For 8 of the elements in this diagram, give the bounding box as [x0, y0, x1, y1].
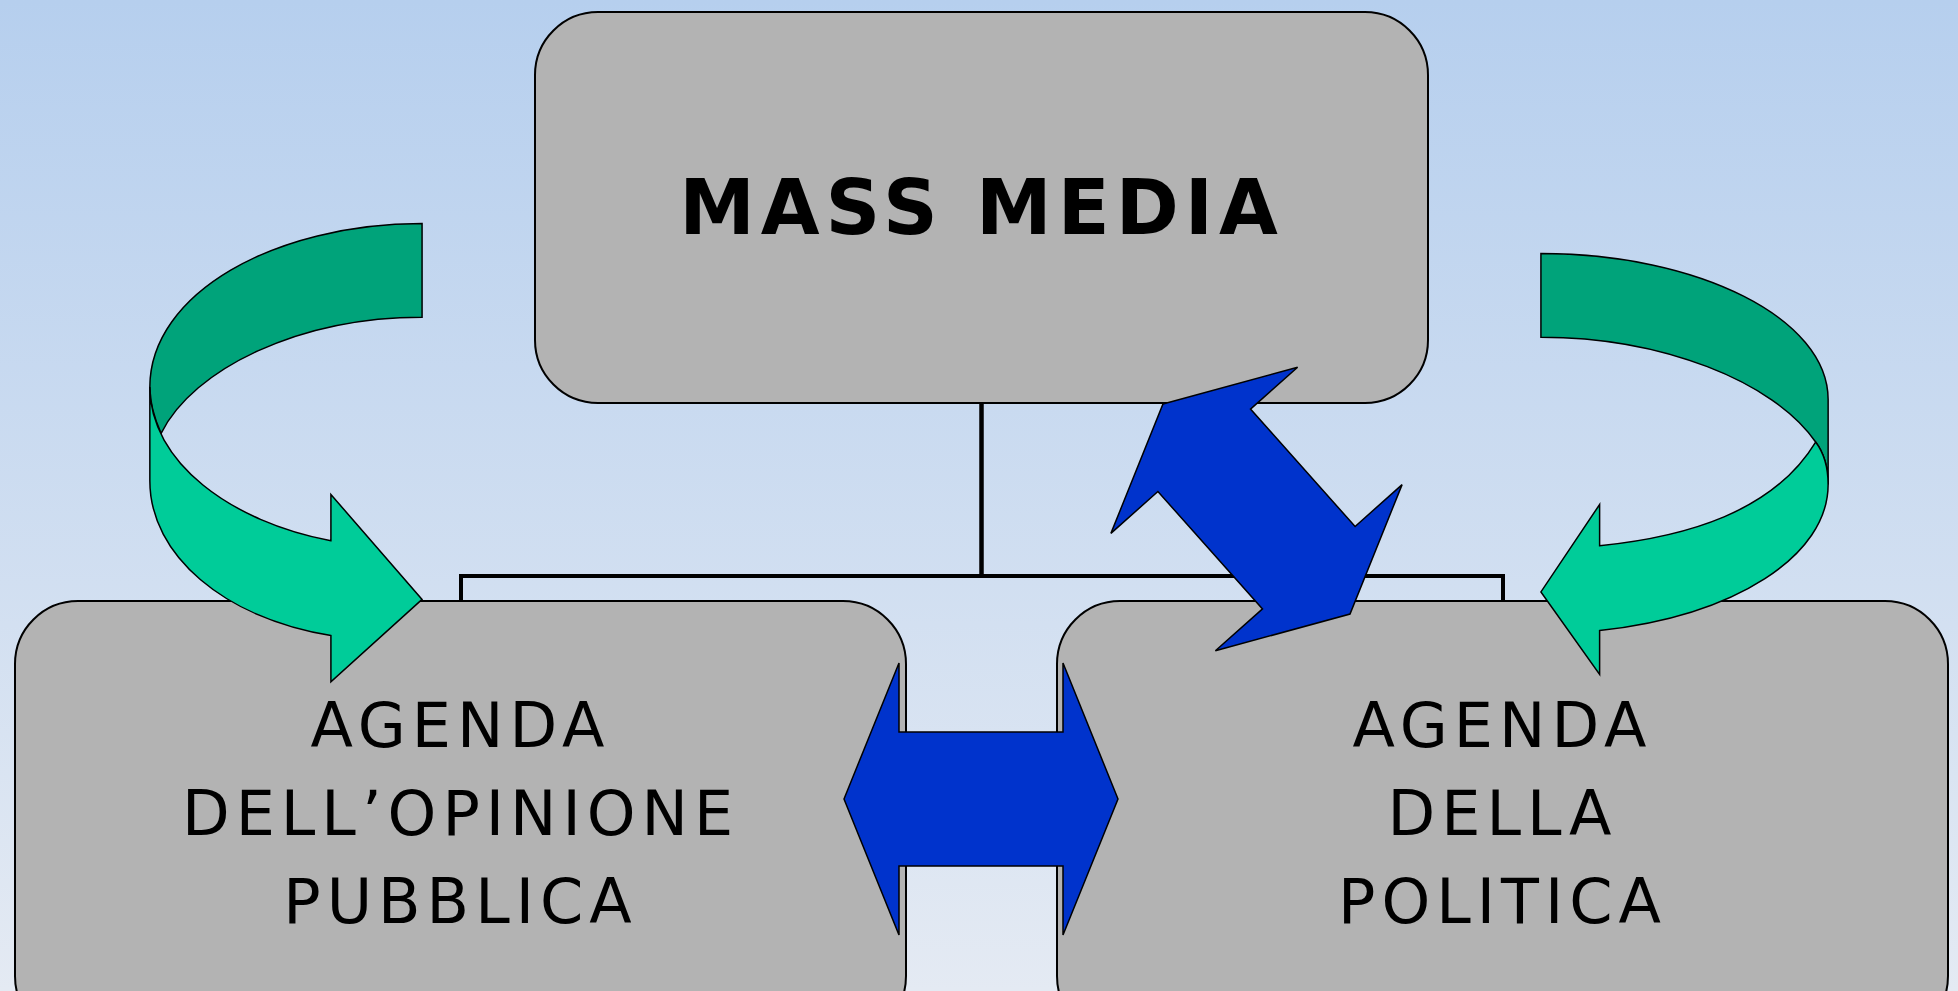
box-label: MASS MEDIA [679, 163, 1284, 252]
rounded-box [14, 600, 907, 991]
block-arrow [843, 662, 1119, 936]
box-label: AGENDA DELLA POLITICA [1337, 688, 1668, 940]
block-arrow [1110, 366, 1403, 652]
box-label: AGENDA DELL’OPINIONE PUBBLICA [180, 688, 741, 940]
rounded-box [534, 11, 1429, 404]
rounded-box [1056, 600, 1949, 991]
